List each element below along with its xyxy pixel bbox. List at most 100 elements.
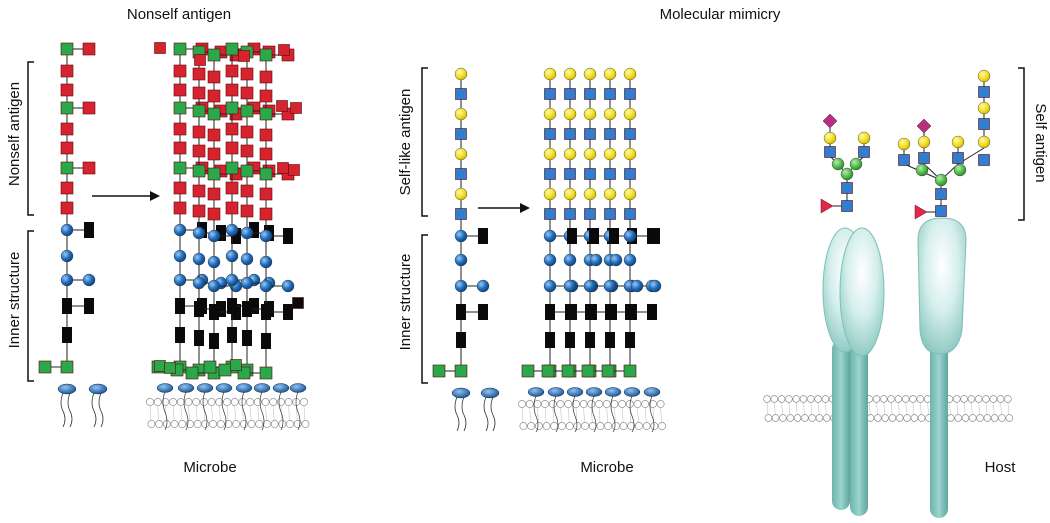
membrane-tail: [781, 402, 783, 415]
lipid-tail: [572, 395, 578, 433]
green-square: [521, 364, 535, 378]
lipid-tail: [629, 395, 635, 433]
membrane-tail: [825, 402, 827, 415]
membrane-bead: [779, 414, 787, 422]
red-square: [60, 141, 74, 155]
right-self-bracket: [1018, 67, 1025, 221]
membrane-bead: [519, 422, 528, 430]
heptose-rect: [456, 332, 466, 348]
middle-inner-bracket-label: Inner structure: [397, 254, 414, 351]
red-square: [207, 128, 221, 142]
heptose-rect: [625, 304, 635, 320]
membrane-tail: [149, 405, 152, 421]
membrane-tail: [788, 402, 791, 415]
middle-single-glycan-chain: [432, 67, 500, 432]
membrane-bead: [903, 414, 911, 422]
heptose-rect: [242, 330, 252, 346]
blue-circle: [603, 279, 617, 293]
membrane-bead: [581, 422, 589, 430]
membrane-tail: [165, 405, 167, 421]
heptose-rect: [545, 304, 555, 320]
red-square: [207, 89, 221, 103]
blue-circle: [225, 273, 239, 287]
membrane-bead: [814, 395, 822, 403]
membrane-bead: [209, 420, 217, 428]
blue-glcnac-square: [455, 208, 467, 220]
protein-stalk: [850, 340, 868, 516]
yellow-galactose-circle: [454, 67, 468, 81]
blue-glcnac-square: [604, 88, 616, 100]
host-membrane: [763, 395, 1013, 422]
yellow-galactose-circle: [977, 135, 991, 149]
membrane-bead: [199, 398, 208, 406]
membrane-bead: [542, 422, 551, 430]
membrane-bead: [910, 414, 919, 422]
membrane-bead: [874, 414, 882, 422]
blue-circle: [543, 253, 557, 267]
membrane-tail: [219, 405, 221, 421]
blue-circle: [259, 255, 273, 269]
blue-circle: [583, 279, 597, 293]
membrane-tail: [591, 407, 593, 423]
membrane-bead: [823, 414, 831, 422]
yellow-galactose-circle: [454, 147, 468, 161]
membrane-bead: [923, 395, 932, 403]
red-square: [259, 207, 273, 221]
heptose-rect: [249, 298, 259, 314]
heptose-rect: [585, 304, 595, 320]
lipid-head: [253, 383, 271, 393]
left-nonself-bracket: [27, 61, 34, 216]
lipid-tail: [483, 396, 489, 432]
lipid-tail: [221, 391, 227, 431]
red-square: [82, 101, 96, 115]
red-square: [259, 147, 273, 161]
membrane-tail: [985, 402, 988, 415]
lipid-head: [272, 383, 290, 393]
lipid-tail: [490, 396, 496, 432]
heptose-rect: [84, 298, 94, 314]
red-square: [60, 181, 74, 195]
green-square: [259, 167, 273, 181]
green-square: [601, 364, 615, 378]
green-square: [581, 364, 595, 378]
membrane-bead: [564, 400, 573, 408]
blue-glcnac-square: [978, 154, 990, 166]
lipid-tail: [591, 395, 597, 433]
lipid-head: [88, 383, 108, 395]
membrane-tail: [621, 407, 624, 423]
membrane-tail: [927, 402, 929, 415]
membrane-bead: [793, 414, 802, 422]
cluster-square: [276, 100, 288, 112]
membrane-tail: [868, 402, 871, 415]
membrane-bead: [799, 395, 808, 403]
middle-selflike-bracket-label: Self-like antigen: [397, 89, 414, 196]
membrane-bead: [808, 414, 816, 422]
membrane-bead: [880, 395, 888, 403]
membrane-tail: [912, 402, 915, 415]
green-square: [225, 101, 239, 115]
membrane-bead: [901, 395, 910, 403]
membrane-bead: [269, 398, 278, 406]
red-square: [240, 125, 254, 139]
red-square: [225, 64, 239, 78]
heptose-rect: [283, 228, 293, 244]
membrane-bead: [801, 414, 809, 422]
left-panel-title: Nonself antigen: [127, 6, 231, 23]
green-square: [207, 167, 221, 181]
blue-glcnac-square: [564, 168, 576, 180]
membrane-bead: [989, 395, 997, 403]
heptose-rect: [283, 304, 293, 320]
membrane-bead: [587, 400, 596, 408]
green-square: [192, 104, 206, 118]
membrane-bead: [983, 414, 992, 422]
blue-circle: [225, 249, 239, 263]
membrane-tail: [552, 407, 555, 423]
red-square: [82, 161, 96, 175]
membrane-tail: [583, 407, 585, 423]
membrane-tail: [606, 407, 608, 423]
green-square: [218, 363, 232, 377]
yellow-galactose-circle: [603, 187, 617, 201]
membrane-tail: [795, 402, 798, 415]
blue-glcnac-square: [858, 146, 870, 158]
green-square: [207, 107, 221, 121]
